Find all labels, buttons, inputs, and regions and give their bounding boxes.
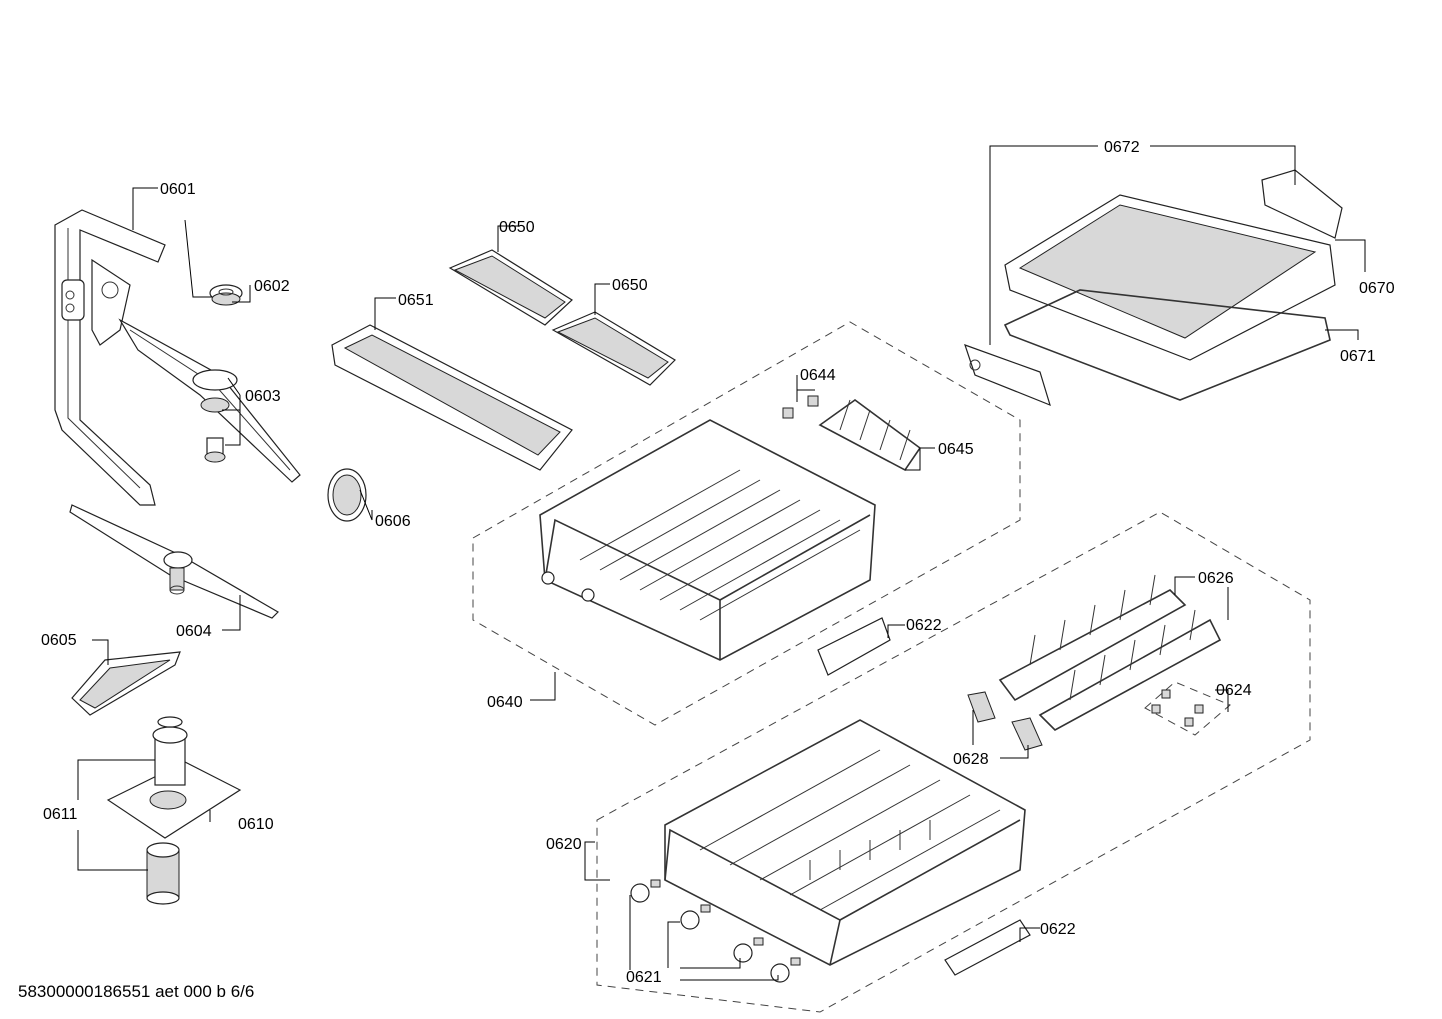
part-label-0644: 0644: [800, 367, 836, 384]
part-label-0650-a: 0650: [499, 219, 535, 236]
part-label-0651: 0651: [398, 292, 434, 309]
rail-0672-illustration: [964, 344, 1051, 407]
lower-basket-group-outline: [596, 511, 1311, 1013]
cutlery-drawer-0670-illustration: [1004, 169, 1343, 361]
lower-basket-0620-illustration: [664, 719, 1026, 966]
part-label-0670: 0670: [1359, 280, 1395, 297]
clips-0624-illustration: [1144, 681, 1231, 736]
part-label-0622-lower: 0622: [1040, 921, 1076, 938]
upper-spray-arm-illustration: [118, 318, 301, 483]
filter-cover-0605-illustration: [71, 651, 181, 716]
cutlery-tray-0650b-illustration: [551, 311, 676, 386]
handle-0622b-illustration: [944, 919, 1031, 976]
upper-basket-group-outline: [472, 321, 1021, 726]
part-label-0611: 0611: [43, 806, 78, 823]
part-label-0650-b: 0650: [612, 277, 648, 294]
rack-0626-illustration: [998, 574, 1222, 731]
part-label-0604: 0604: [176, 623, 212, 640]
part-label-0645: 0645: [938, 441, 974, 458]
part-label-0603: 0603: [245, 388, 281, 405]
drawer-frame-0671-illustration: [1003, 289, 1331, 401]
part-label-0671: 0671: [1340, 348, 1376, 365]
part-label-0605: 0605: [41, 632, 77, 649]
upper-basket-0640-illustration: [539, 419, 876, 661]
leader-lines: [77, 145, 1366, 981]
part-label-0602: 0602: [254, 278, 290, 295]
part-label-0672: 0672: [1104, 139, 1140, 156]
filter-0610-0611-illustration: [106, 716, 242, 905]
part-label-0628: 0628: [953, 751, 989, 768]
handle-0622a-illustration: [817, 617, 891, 676]
part-label-0626: 0626: [1198, 570, 1234, 587]
wheels-0621-illustration: [630, 879, 801, 983]
part-label-0640: 0640: [487, 694, 523, 711]
lower-spray-arm-illustration: [69, 504, 279, 619]
holder-0628-illustration: [967, 691, 1043, 751]
part-label-0606: 0606: [375, 513, 411, 530]
spray-pipe-illustration: [54, 209, 166, 506]
part-label-0622-upper: 0622: [906, 617, 942, 634]
rack-0645-illustration: [818, 399, 922, 472]
part-label-0624: 0624: [1216, 682, 1252, 699]
part-label-0601: 0601: [160, 181, 196, 198]
part-label-0620: 0620: [546, 836, 582, 853]
cutlery-basket-0651-illustration: [331, 324, 573, 471]
cutlery-tray-0650a-illustration: [448, 249, 573, 326]
disc-0606-illustration: [327, 468, 367, 522]
clip-0644-illustration: [782, 395, 819, 419]
document-code: 58300000186551 aet 000 b 6/6: [18, 982, 254, 1001]
part-label-0621: 0621: [626, 969, 662, 986]
part-label-0610: 0610: [238, 816, 274, 833]
